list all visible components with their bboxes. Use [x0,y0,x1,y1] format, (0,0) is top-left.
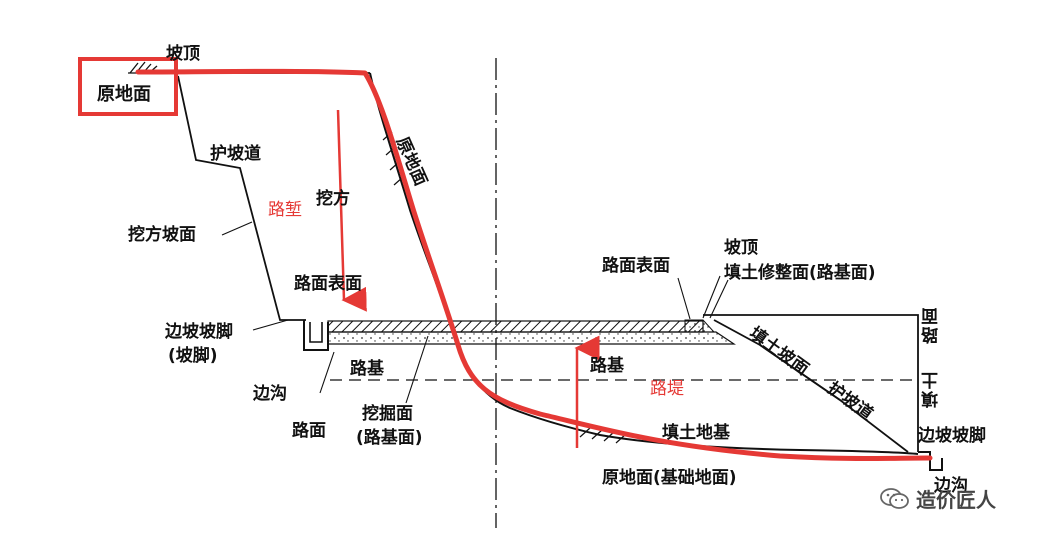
label-slope-top-left: 坡顶 [166,44,200,64]
side-ditch-right-shape [918,451,943,471]
label-pavement-right-vertical: 路面 [922,306,942,344]
pavement-layer [327,320,704,333]
subgrade-layer [327,331,736,345]
watermark: 造价匠人 [880,484,996,513]
label-excavation-face: 挖掘面 [362,404,413,424]
label-protection-berm-left: 护坡道 [210,144,261,164]
label-cutting-road: 路堑 [268,200,302,220]
original-ground-curve [369,72,919,455]
label-side-ditch-left: 边沟 [253,384,287,404]
red-arrow-down [336,109,367,312]
label-excavation-face-sub: (路基面) [356,428,423,448]
label-subgrade-left: 路基 [350,359,384,379]
side-ditch-left-shape [303,320,329,351]
label-slope-top-right: 坡顶 [724,238,758,258]
label-cut: 挖方 [316,189,350,209]
label-original-ground-left: 原地面 [97,84,151,105]
label-fill-vertical: 填土 [922,370,942,408]
label-embankment: 路堤 [650,379,684,399]
red-trace-line [135,68,933,461]
label-fill-foundation: 填土地基 [662,423,730,443]
label-side-ditch-right: 边沟 [934,476,968,496]
red-highlight-box [78,57,178,116]
watermark-text: 造价匠人 [916,488,996,512]
label-fill-trim-face: 填土修整面(路基面) [724,263,876,283]
label-original-ground-base: 原地面(基础地面) [602,468,737,488]
embankment-outline [703,314,919,453]
label-cut-slope-face: 挖方坡面 [128,225,196,245]
label-pavement-surface-left: 路面表面 [294,274,362,294]
label-slope-toe-right: 边坡坡脚 [918,426,986,446]
label-slope-toe-left-sub: (坡脚) [168,346,218,366]
label-pavement-left: 路面 [292,421,326,441]
wechat-icon [880,487,909,509]
label-pavement-surface-right: 路面表面 [602,256,670,276]
label-subgrade-right: 路基 [590,356,624,376]
label-slope-toe-left: 边坡坡脚 [165,322,233,342]
